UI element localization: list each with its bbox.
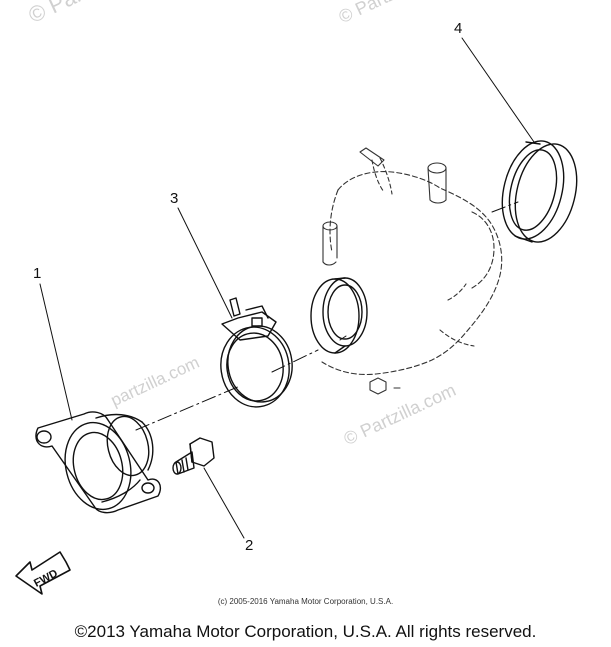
leader-line-2 xyxy=(203,467,245,539)
callout-3: 3 xyxy=(170,190,179,207)
copyright-main: ©2013 Yamaha Motor Corporation, U.S.A. A… xyxy=(74,622,537,641)
carburetor-body xyxy=(321,147,503,395)
carburetor-inlet xyxy=(310,277,368,354)
callout-4: 4 xyxy=(454,20,463,37)
leader-line-3 xyxy=(177,207,233,319)
part-1-manifold xyxy=(35,411,162,514)
callout-2: 2 xyxy=(245,537,254,554)
copyright-small: (c) 2005-2016 Yamaha Motor Corporation, … xyxy=(217,597,394,606)
leader-line-4 xyxy=(461,37,535,143)
part-4-joint xyxy=(501,140,578,243)
fwd-arrow-icon: FWD xyxy=(15,551,71,595)
part-2-bolt xyxy=(172,437,215,475)
axis-line xyxy=(135,201,519,431)
callout-1: 1 xyxy=(33,265,42,282)
part-3-clamp xyxy=(220,297,293,408)
leader-line-1 xyxy=(39,283,73,421)
